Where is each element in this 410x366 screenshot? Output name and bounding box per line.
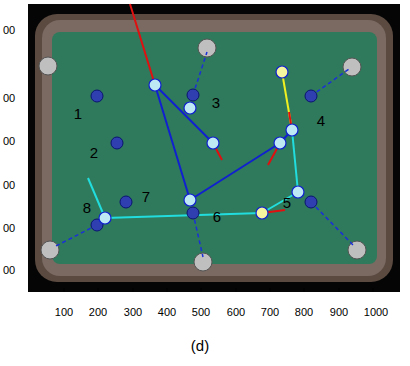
callout-number: 7 <box>142 189 150 204</box>
callout-number: 6 <box>213 209 221 224</box>
tick-label: 00 <box>3 223 15 234</box>
tick-label: 900 <box>330 307 348 318</box>
callout-number: 8 <box>83 200 91 215</box>
tick-label: 100 <box>55 307 73 318</box>
table-rail <box>35 14 393 282</box>
axis-ticks <box>64 288 373 292</box>
tick-label: 600 <box>227 307 245 318</box>
callout-number: 1 <box>74 106 82 121</box>
image-background <box>28 4 400 292</box>
tick-label: 00 <box>3 136 15 147</box>
tick-label: 700 <box>261 307 279 318</box>
tick-label: 200 <box>89 307 107 318</box>
tick-label: 00 <box>3 93 15 104</box>
table-rail-inner <box>42 20 386 276</box>
ghost-balls <box>99 66 304 224</box>
pocket-paths <box>54 52 354 257</box>
callout-number: 4 <box>317 113 325 128</box>
red-paths <box>130 4 292 213</box>
tick-label: 00 <box>3 25 15 36</box>
callout-number: 3 <box>212 95 220 110</box>
tick-label: 00 <box>3 180 15 191</box>
tick-label: 400 <box>158 307 176 318</box>
tick-label: 300 <box>124 307 142 318</box>
tick-label: 1000 <box>364 307 388 318</box>
callout-number: 2 <box>90 145 98 160</box>
yellow-path <box>282 72 292 130</box>
balls <box>91 89 317 231</box>
tick-label: 500 <box>192 307 210 318</box>
cyan-paths <box>88 130 298 218</box>
figure-caption: (d) <box>191 338 209 353</box>
tick-label: 00 <box>3 265 15 276</box>
tick-label: 800 <box>295 307 313 318</box>
pockets <box>39 39 366 271</box>
cue-paths <box>155 85 292 200</box>
table-felt <box>52 32 377 264</box>
callout-number: 5 <box>283 195 291 210</box>
